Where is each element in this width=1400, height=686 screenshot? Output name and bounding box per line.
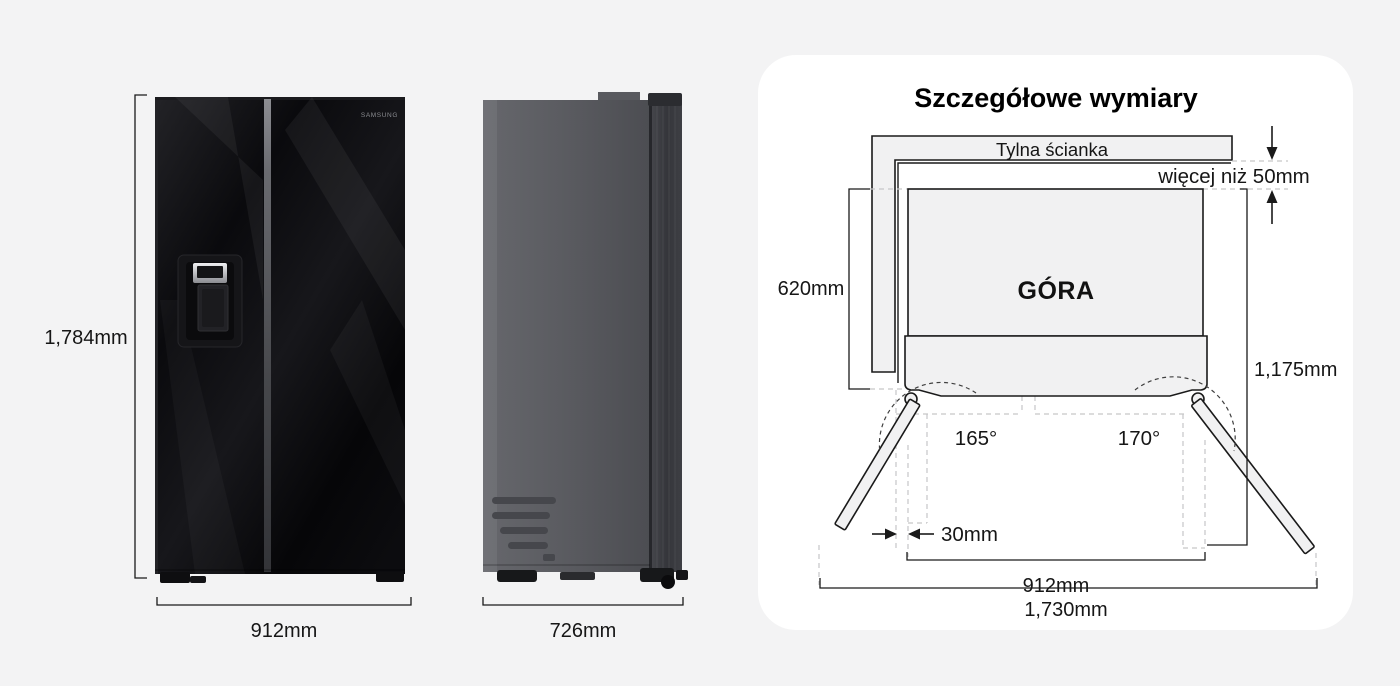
left-depth-bracket [848,188,870,390]
side-clearance-arrows [872,528,934,540]
side-body [483,100,650,572]
side-door-texture [656,98,676,570]
left-open-door [834,398,921,531]
front-feet [160,572,404,583]
right-open-door [1191,398,1315,555]
side-rear-wheel [661,575,675,589]
front-right-foot [376,572,404,582]
front-door-divider [264,99,271,572]
dispenser-paddle-inner [202,289,224,327]
panel-title: Szczegółowe wymiary [914,83,1198,113]
top-view-diagram: Tylna ścianka [778,126,1337,621]
left-door-angle-label: 165° [955,427,997,450]
right-door-swing-arc [1134,376,1236,452]
body-width-label: 912mm [1023,575,1090,597]
side-view: 726mm [482,92,688,642]
front-view: SAMSUNG 1,784mm 912mm [44,94,412,642]
right-door-angle-label: 170° [1118,427,1160,450]
front-left-foot [160,572,190,583]
back-wall-label: Tylna ścianka [996,139,1109,160]
front-height-label: 1,784mm [44,327,127,349]
brand-logo: SAMSUNG [361,112,398,119]
front-left-door-reflection [175,97,263,300]
total-width-bracket [819,578,1318,589]
side-gap-line [649,98,652,572]
left-door-swing-arc [878,381,977,454]
dispenser-display [197,266,223,278]
side-clearance-label: 30mm [941,523,998,546]
front-cabinet-top-edge [155,97,405,100]
fridge-door-section [904,335,1208,397]
front-width-bracket [156,597,412,606]
wall-shape [871,135,1233,373]
fridge-top-body [907,188,1204,337]
side-body-highlight [483,100,497,572]
front-cabinet-left-edge [155,97,158,574]
side-front-foot [497,570,537,582]
front-left-wheel [190,576,206,583]
left-depth-label: 620mm [778,278,845,300]
side-top-hinge-cap [648,93,682,106]
body-width-bracket [906,552,1206,561]
front-right-door-reflection [285,97,405,330]
side-vents [492,497,556,561]
dashed-guides [818,160,1317,585]
side-hinge-foot [676,570,688,580]
wall-inner-line [897,162,1231,383]
front-height-bracket [134,94,147,579]
side-depth-label: 726mm [550,620,617,642]
front-fridge-art: SAMSUNG [155,97,405,583]
front-right-door-reflection-2 [330,300,405,505]
top-marker-label: GÓRA [1018,275,1095,305]
clearance-arrows [1266,126,1278,224]
total-width-label: 1,730mm [1024,599,1107,621]
side-depth-bracket [482,597,684,606]
front-width-label: 912mm [251,620,318,642]
clearance-label: więcej niż 50mm [1157,165,1310,188]
side-feet [497,568,688,589]
right-depth-label: 1,175mm [1254,359,1337,381]
right-depth-bracket [1207,188,1248,546]
side-fridge-art [483,92,688,589]
detail-panel: Szczegółowe wymiary Tylna ścianka [758,55,1353,630]
side-door-edge [652,95,682,572]
side-center-base [560,572,595,580]
water-dispenser [177,254,243,348]
